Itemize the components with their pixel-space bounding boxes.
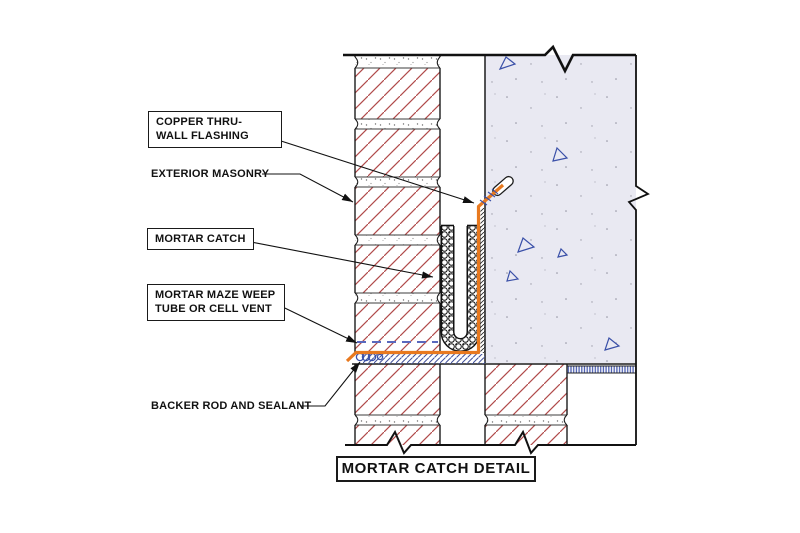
drawing-title: MORTAR CATCH DETAIL [336,456,536,482]
mortar-catch-u [440,224,481,352]
aggregate-triangles [498,56,621,351]
label-backer-rod-and-sealant: BACKER ROD AND SEALANT [151,400,312,412]
brick-lower-right [484,364,568,445]
copper-flashing-line [345,175,514,363]
leader-exterior-masonry [262,173,354,203]
reglet-ticks [479,188,499,206]
leader-copper-flashing [249,130,475,204]
label-exterior-masonry: EXTERIOR MASONRY [151,168,270,180]
label-copper-thru-wall-flashing: COPPER THRU-WALL FLASHING [148,111,282,148]
sealant-hatch-band [363,354,485,364]
grout-hatch-strip [480,208,486,353]
brick-lower-left [354,364,441,445]
concrete-backup-wall [484,55,636,363]
mortar-joints-upper [355,57,440,303]
label-mortar-maze-weep-tube: MORTAR MAZE WEEP TUBE OR CELL VENT [147,284,285,321]
leader-backer-rod [300,361,361,407]
boundary-lines [343,44,650,455]
brick-veneer-upper [354,55,441,352]
leader-mortar-catch [229,237,434,279]
leader-lines [229,130,475,407]
vent-strip [566,365,637,374]
label-mortar-catch: MORTAR CATCH [147,228,254,251]
